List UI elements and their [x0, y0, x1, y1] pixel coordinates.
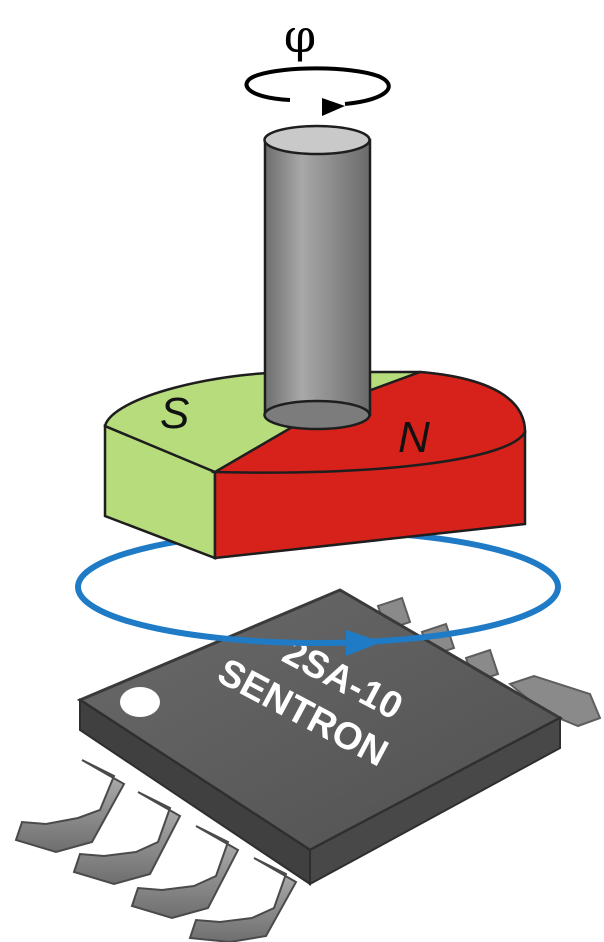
south-pole-label: S [160, 389, 189, 438]
pin1-marker [120, 687, 160, 717]
north-pole-label: N [398, 413, 430, 462]
rotation-symbol-label: φ [284, 9, 316, 63]
rotating-shaft [265, 126, 371, 429]
curved-arrow-icon [247, 68, 389, 116]
